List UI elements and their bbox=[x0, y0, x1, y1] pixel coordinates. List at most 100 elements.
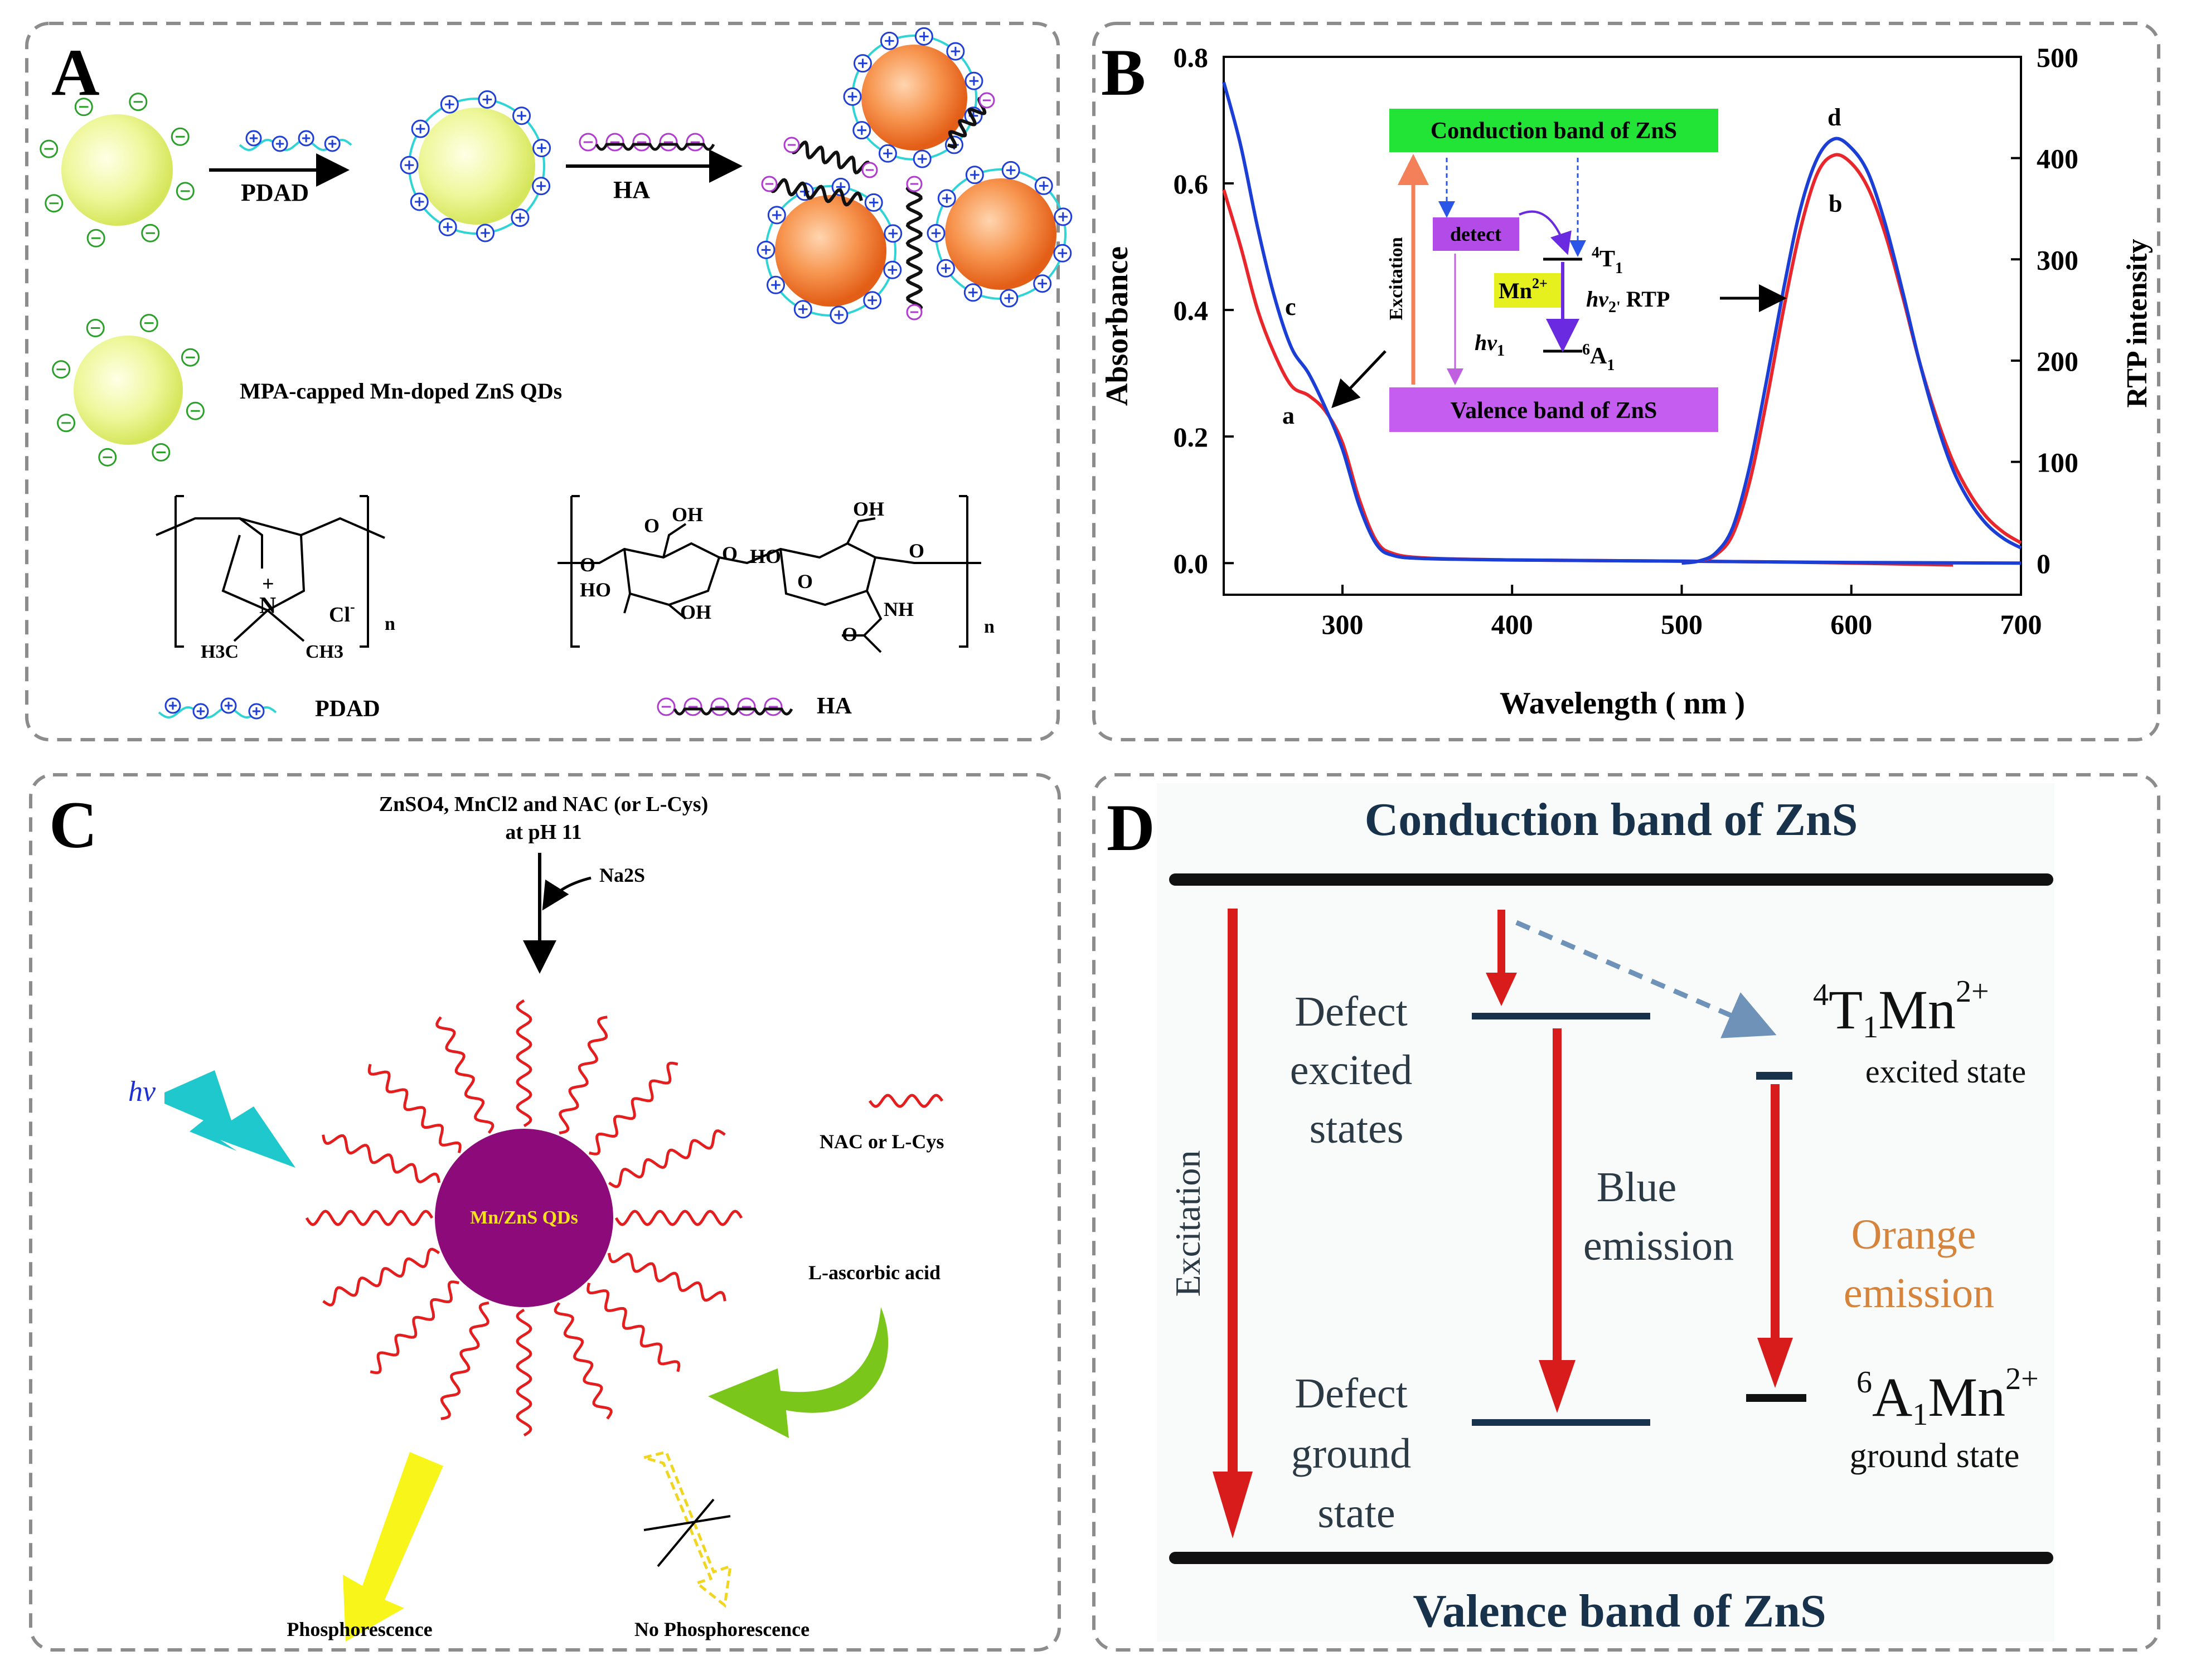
pdad-left-methyl: H3C bbox=[201, 642, 239, 662]
ligand-label: NAC or L-Cys bbox=[820, 1130, 944, 1153]
panel-b-letter: B bbox=[1101, 35, 1146, 109]
inset-detect-box bbox=[1433, 217, 1519, 251]
ligand-chain bbox=[554, 1302, 613, 1420]
quantum-dot bbox=[74, 336, 183, 445]
ground-state-label: ground state bbox=[1850, 1437, 2020, 1475]
ha-ring-o1: O bbox=[722, 542, 738, 565]
x-tick-label: 500 bbox=[1661, 609, 1703, 640]
inset-excitation-label: Excitation bbox=[1386, 237, 1407, 320]
ligand-chain bbox=[322, 1134, 441, 1183]
ligand-chain bbox=[370, 1280, 459, 1375]
curve-label-a: a bbox=[1282, 402, 1295, 429]
ha-chain bbox=[768, 178, 863, 207]
blue-emission-arrow-shaft bbox=[1553, 1028, 1562, 1363]
ligand-chain bbox=[614, 1210, 743, 1226]
valence-band-label: Valence band of ZnS bbox=[1413, 1585, 1826, 1637]
ligand-legend-icon bbox=[868, 1094, 944, 1108]
orange-emission-label: Orange emission bbox=[1844, 1211, 1994, 1317]
blue-emission-arrow-head bbox=[1539, 1360, 1576, 1413]
y-axis-left-label: Absorbance bbox=[1100, 246, 1135, 406]
x-tick-label: 700 bbox=[2000, 609, 2042, 640]
ligand-chain bbox=[589, 1061, 678, 1155]
ha-step-label: HA bbox=[613, 176, 650, 203]
ascorbic-arrow-icon bbox=[708, 1307, 889, 1438]
excitation-arrow-head bbox=[1213, 1472, 1253, 1538]
ligand-chain bbox=[516, 1308, 532, 1437]
ha-repeat-n: n bbox=[984, 616, 995, 637]
y-left-tick-label: 0.6 bbox=[1174, 168, 1209, 200]
pdad-chloride: Cl- bbox=[329, 599, 355, 627]
ha-ho-c: HO bbox=[580, 579, 611, 601]
block-line-2 bbox=[657, 1498, 715, 1567]
y-left-tick-label: 0.4 bbox=[1174, 295, 1209, 326]
y-right-tick-label: 100 bbox=[2037, 447, 2078, 478]
pdad-charge: + bbox=[262, 572, 274, 596]
ha-strand-icon bbox=[579, 133, 715, 152]
pdad-strand-icon bbox=[239, 130, 352, 152]
panel-d: D Conduction band of ZnS Valence band of… bbox=[1107, 783, 2054, 1642]
relaxation-arrow-shaft bbox=[1497, 910, 1505, 977]
conduction-band-label: Conduction band of ZnS bbox=[1365, 794, 1858, 846]
ha-backbone bbox=[673, 707, 793, 716]
excitation-label: Excitation bbox=[1168, 1150, 1208, 1297]
light-bolt-icon bbox=[164, 1070, 295, 1168]
panel-a-letter: A bbox=[51, 35, 100, 109]
panel-c-letter: C bbox=[49, 788, 98, 862]
inset-a1-label: 6A1 bbox=[1582, 341, 1615, 374]
mpa-qd-top bbox=[40, 93, 195, 247]
ha-structure bbox=[558, 495, 981, 653]
ha-ho-a: HO bbox=[750, 545, 781, 567]
curve-label-d: d bbox=[1828, 104, 1841, 131]
inset-conduction-label: Conduction band of ZnS bbox=[1431, 118, 1677, 144]
y-right-tick-label: 0 bbox=[2037, 548, 2051, 579]
mpa-qd-label: MPA-capped Mn-doped ZnS QDs bbox=[240, 378, 562, 404]
inset-mn-box bbox=[1494, 273, 1561, 308]
inset-hv2-rtp-label: hv2'RTP bbox=[1586, 287, 1670, 316]
y-right-tick-label: 300 bbox=[2037, 244, 2078, 275]
pdad-n-atom: N bbox=[259, 593, 276, 619]
inset-mn-label: Mn2+ bbox=[1499, 275, 1548, 303]
t1-mn-label: 4T1Mn2+ bbox=[1813, 974, 1989, 1045]
panel-a-frame bbox=[25, 22, 1060, 741]
ha-carbonyl-o: O bbox=[842, 623, 857, 645]
series-d-line bbox=[1681, 137, 2022, 565]
panel-b-frame bbox=[1092, 22, 2160, 741]
y-left-tick-label: 0.8 bbox=[1174, 42, 1209, 73]
defect-ground-label: Defect ground state bbox=[1291, 1370, 1422, 1537]
inset-valence-label: Valence band of ZnS bbox=[1451, 398, 1657, 424]
ligand-chain bbox=[305, 1210, 434, 1226]
ha-legend-icon bbox=[657, 697, 793, 716]
ligand-chain bbox=[607, 1252, 726, 1302]
ha-ch2oh: OH bbox=[853, 498, 884, 520]
excited-state-label: excited state bbox=[1865, 1053, 2026, 1090]
qd-core bbox=[435, 1129, 613, 1307]
ha-backbone bbox=[595, 143, 715, 151]
quantum-dot bbox=[61, 114, 173, 226]
ascorbic-label: L-ascorbic acid bbox=[808, 1261, 941, 1284]
pdad-step-label: PDAD bbox=[241, 179, 309, 206]
quantum-dot bbox=[861, 45, 967, 150]
na2s-arrow bbox=[542, 876, 592, 911]
curve-label-b: b bbox=[1829, 190, 1842, 217]
y-right-tick-label: 400 bbox=[2037, 143, 2078, 174]
series-a-line bbox=[1222, 189, 1954, 567]
phosphorescence-arrow-icon bbox=[343, 1452, 443, 1642]
series-b-line bbox=[1681, 153, 2022, 565]
ligand-chain bbox=[608, 1129, 726, 1188]
ha-legend-label: HA bbox=[817, 693, 852, 719]
ligand-chain bbox=[586, 1283, 681, 1372]
inset-valence-band bbox=[1389, 387, 1718, 432]
orange-emission-arrow-head bbox=[1757, 1338, 1793, 1388]
panel-c: C ZnSO4, MnCl2 and NAC (or L-Cys) at pH … bbox=[49, 788, 944, 1642]
hv-label: hv bbox=[128, 1076, 156, 1108]
relaxation-arrow-head bbox=[1486, 973, 1517, 1006]
excitation-arrow-shaft bbox=[1228, 909, 1238, 1477]
defect-excited-label: Defect excited states bbox=[1290, 988, 1423, 1152]
plot-curves bbox=[1222, 81, 2022, 567]
ha-ring-o2: O bbox=[797, 570, 813, 593]
aggregated-qds bbox=[757, 27, 1073, 324]
ha-chain bbox=[905, 182, 923, 314]
na2s-label: Na2S bbox=[599, 864, 645, 886]
